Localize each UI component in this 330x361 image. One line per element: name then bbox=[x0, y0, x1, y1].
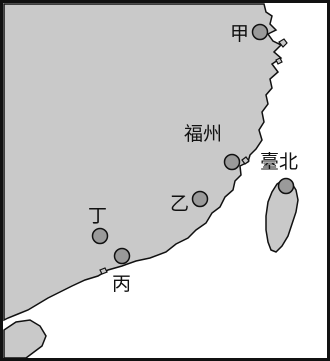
label-taipei: 臺北 bbox=[260, 151, 298, 173]
marker-yi bbox=[191, 190, 209, 208]
marker-fuzhou bbox=[223, 153, 241, 171]
taiwan-island bbox=[265, 179, 299, 253]
marker-bing bbox=[113, 247, 131, 265]
coastal-island bbox=[99, 267, 108, 275]
marker-ding bbox=[91, 227, 109, 245]
label-yi: 乙 bbox=[170, 193, 189, 215]
coastal-island bbox=[278, 38, 288, 48]
label-bing: 丙 bbox=[112, 273, 131, 295]
label-jia: 甲 bbox=[230, 23, 249, 45]
marker-jia bbox=[251, 23, 269, 41]
coastal-island bbox=[241, 156, 250, 165]
label-ding: 丁 bbox=[88, 205, 107, 227]
southern-landmass bbox=[3, 319, 47, 359]
label-fuzhou: 福州 bbox=[184, 123, 222, 145]
marker-taipei bbox=[277, 177, 295, 195]
mainland-landmass bbox=[3, 3, 283, 322]
coastal-island bbox=[275, 57, 283, 65]
